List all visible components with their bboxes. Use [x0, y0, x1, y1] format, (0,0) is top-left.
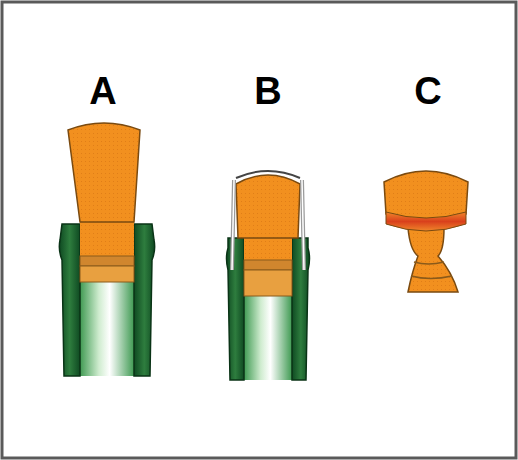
wire-cage [232, 180, 304, 270]
cork-disc [80, 256, 134, 266]
glass-inner [80, 280, 134, 376]
cork-top [236, 175, 300, 238]
cork-stem [408, 228, 458, 292]
bottle-wall [227, 238, 245, 380]
cork-disc [244, 270, 292, 296]
wire-cage [236, 171, 300, 178]
cork-body [244, 238, 292, 260]
bottle-wall [134, 224, 155, 376]
bottle-b [227, 171, 310, 380]
bottle-wall [292, 238, 310, 380]
bottle-a [59, 123, 154, 376]
glass-inner [244, 296, 292, 380]
cork-head [384, 171, 468, 220]
cork-band [386, 212, 466, 231]
cork-top [68, 123, 140, 222]
cork-disc [80, 266, 134, 282]
figure-letter: B [254, 72, 281, 110]
figure-letter: A [89, 72, 116, 110]
figure-letter: C [414, 72, 441, 110]
cork-body [80, 222, 134, 256]
cork-disc-line [411, 262, 452, 279]
cork-disc [244, 260, 292, 270]
cork-c [384, 171, 468, 292]
bottle-wall [59, 224, 80, 376]
wire-cage [232, 180, 304, 270]
